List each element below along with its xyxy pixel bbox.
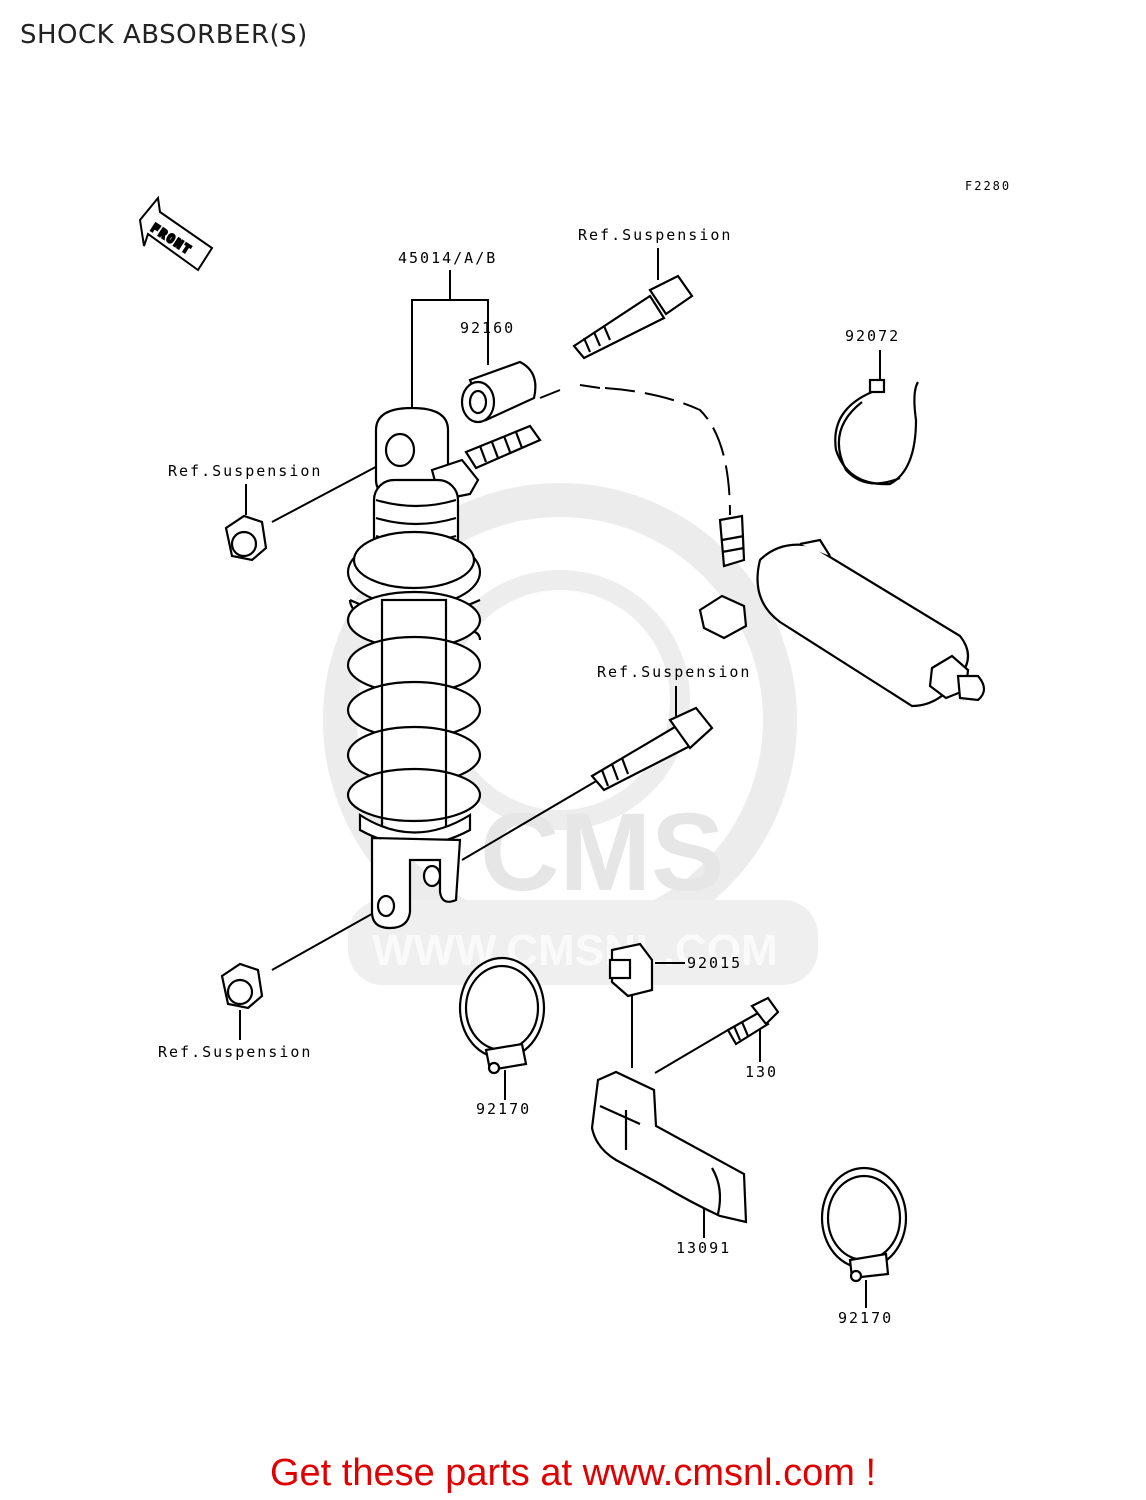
footer-link[interactable]: Get these parts at www.cmsnl.com !: [269, 1452, 877, 1494]
label-clip: 92015: [687, 954, 742, 972]
page-title: SHOCK ABSORBER(S): [20, 20, 308, 50]
label-clamp-left: 92170: [476, 1100, 531, 1118]
label-bolt: 130: [745, 1063, 778, 1081]
label-collar: 92160: [460, 319, 515, 337]
watermark-brand: CMS: [480, 791, 724, 914]
watermark: CMS WWW.CMSNL.COM: [323, 483, 818, 985]
reservoir: [698, 514, 986, 708]
bolt-130: [726, 996, 780, 1046]
top-bolt: [572, 274, 694, 360]
watermark-url: WWW.CMSNL.COM: [372, 926, 778, 975]
nut-bottom: [220, 962, 264, 1010]
hose-fitting: [464, 424, 542, 470]
nut-left: [224, 514, 268, 562]
label-ref-mid-bolt: Ref.Suspension: [597, 663, 751, 681]
clamp-right-92170: [820, 1166, 908, 1283]
mid-bolt: [590, 706, 714, 792]
label-assembly: 45014/A/B: [398, 249, 497, 267]
guard-13091: [590, 1070, 748, 1224]
label-clamp-right: 92170: [838, 1309, 893, 1327]
leader-lines: [239, 248, 881, 1308]
label-ref-top-bolt: Ref.Suspension: [578, 226, 732, 244]
clip-92015: [608, 942, 654, 998]
shock-absorber: [346, 406, 482, 930]
tie-92072: [834, 378, 919, 486]
label-tie: 92072: [845, 327, 900, 345]
label-guard: 13091: [676, 1239, 731, 1257]
label-ref-bottom-nut: Ref.Suspension: [158, 1043, 312, 1061]
clamp-left-92170: [458, 956, 546, 1075]
label-ref-left-nut: Ref.Suspension: [168, 462, 322, 480]
front-arrow-icon: FRONT: [138, 195, 214, 272]
figure-code: F2280: [965, 179, 1011, 193]
collar-92160: [460, 360, 537, 424]
